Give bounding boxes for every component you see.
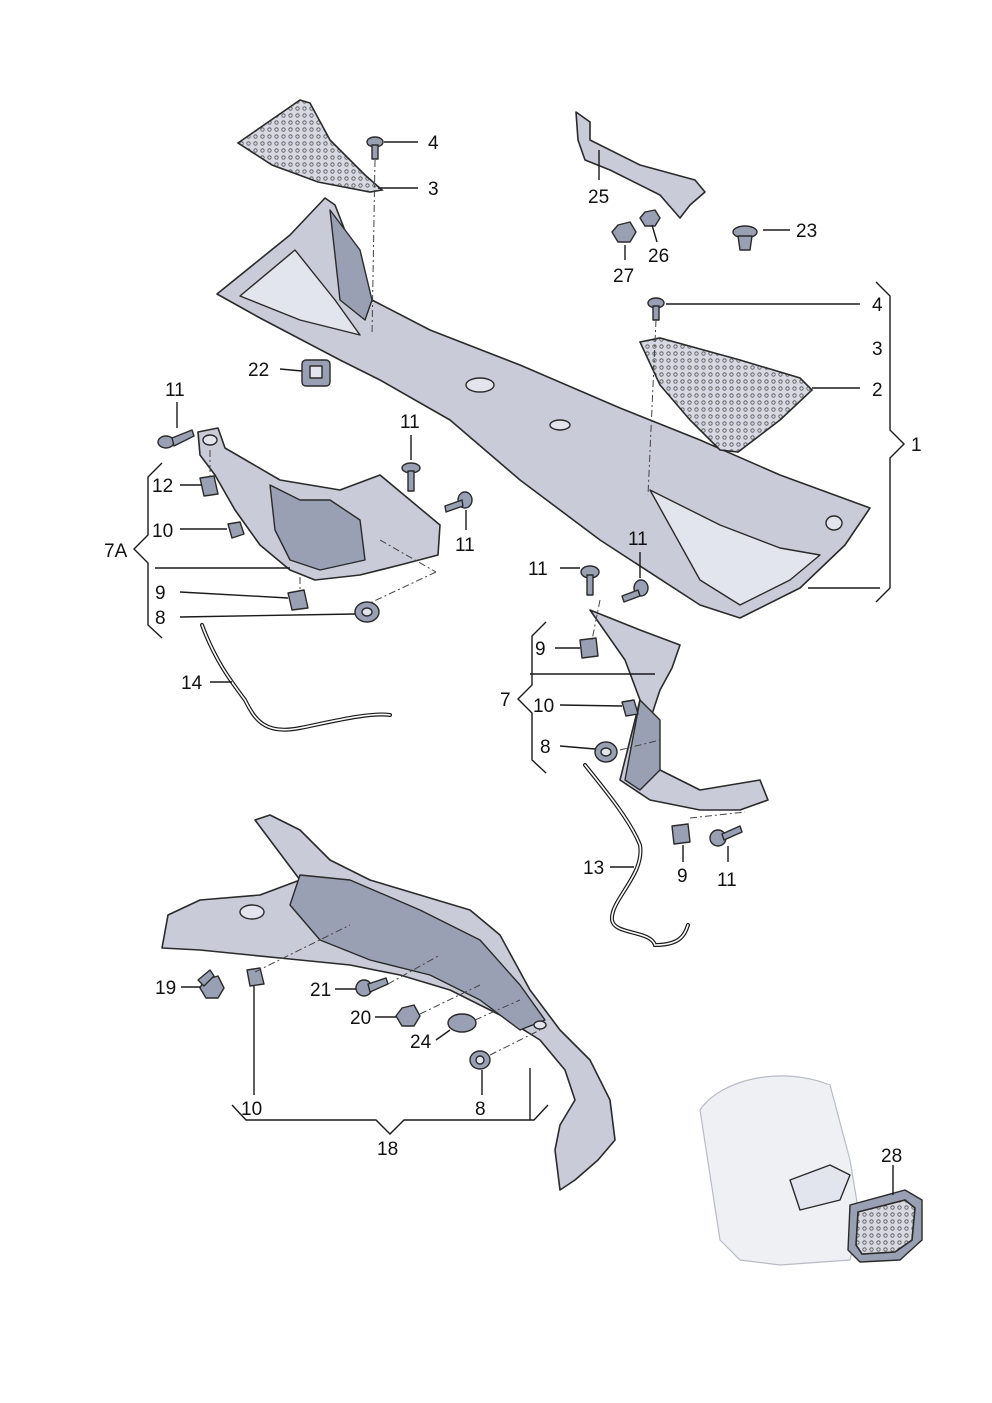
bolt-11-d [580,565,600,596]
cable-14 [200,623,392,732]
plenum-cover [216,197,871,619]
nut-10-bottom [246,967,265,987]
callout-14: 14 [181,673,203,694]
brace-7a [133,462,163,639]
bolt-11-f [709,825,743,847]
mesh-grille-right [638,337,814,453]
callout-4-right: 4 [872,295,883,316]
callout-8-bottom: 8 [475,1099,486,1120]
callout-3-top: 3 [428,179,439,200]
brace-1 [875,281,905,603]
callout-23: 23 [796,221,817,242]
grommet-8-right [594,741,618,763]
bolt-11-c [444,491,473,513]
bolt-11-a [157,429,195,449]
callout-11-c: 11 [455,535,475,556]
callout-2: 2 [872,380,883,401]
callout-10-bottom: 10 [241,1099,262,1120]
callout-10-right: 10 [533,696,554,717]
clip-9-right [579,637,599,659]
callout-24: 24 [410,1032,432,1053]
callout-19: 19 [155,978,176,999]
nut-26 [639,209,661,227]
callout-27: 27 [613,266,634,287]
bolt-11-b [401,462,421,492]
callout-labels: 4 3 25 23 26 27 4 3 2 1 22 11 11 11 12 1… [104,133,922,1167]
nut-20 [395,1004,421,1027]
bolt-19 [197,969,225,999]
bracket-25 [575,111,706,219]
callout-13: 13 [583,858,604,879]
brace-7 [517,621,547,774]
callout-7a: 7A [104,541,128,562]
cable-13 [583,763,690,948]
callout-9-right: 9 [535,639,546,660]
grommet-8-left [354,601,380,623]
callout-11-d: 11 [528,559,548,580]
callout-9-left: 9 [155,583,166,604]
callout-22: 22 [248,360,269,381]
callout-11-f: 11 [717,870,737,891]
nut-10-right [621,699,639,717]
clip-9-bottom [671,823,691,845]
mesh-grille-top [236,99,384,193]
nut-27 [611,221,637,243]
callout-3-right: 3 [872,339,883,360]
callout-18: 18 [377,1139,398,1160]
nut-10-left [227,521,245,539]
inset-28 [699,1075,923,1266]
callout-10-left: 10 [152,521,173,542]
bulkhead-panel-18 [161,814,616,1191]
water-box-7a [197,427,441,581]
callout-8-left: 8 [155,608,166,629]
water-box-7 [589,609,769,811]
clip-12 [199,475,219,497]
bolt-4-top [366,136,384,160]
bolt-4-right [647,297,665,321]
grommet-8-bottom [469,1050,491,1070]
callout-11-a: 11 [165,380,185,401]
callout-12: 12 [152,476,173,497]
callout-4-top: 4 [428,133,439,154]
callout-11-b: 11 [400,412,420,433]
bolt-21 [355,977,389,997]
callout-1: 1 [911,435,922,456]
callout-11-e: 11 [628,529,648,550]
clip-9-left [287,589,309,611]
callout-21: 21 [310,980,331,1001]
callout-9-bottom: 9 [677,866,688,887]
clip-22 [301,359,331,387]
leader-lines [155,141,894,1195]
seal-24 [447,1013,477,1033]
brace-18 [231,1068,549,1135]
clip-23 [732,225,758,251]
callout-28: 28 [881,1146,902,1167]
callout-20: 20 [350,1008,371,1029]
callout-26: 26 [648,246,669,267]
callout-25: 25 [588,187,609,208]
bolt-11-e [621,579,649,603]
callout-8-right: 8 [540,737,551,758]
callout-7: 7 [500,690,511,711]
